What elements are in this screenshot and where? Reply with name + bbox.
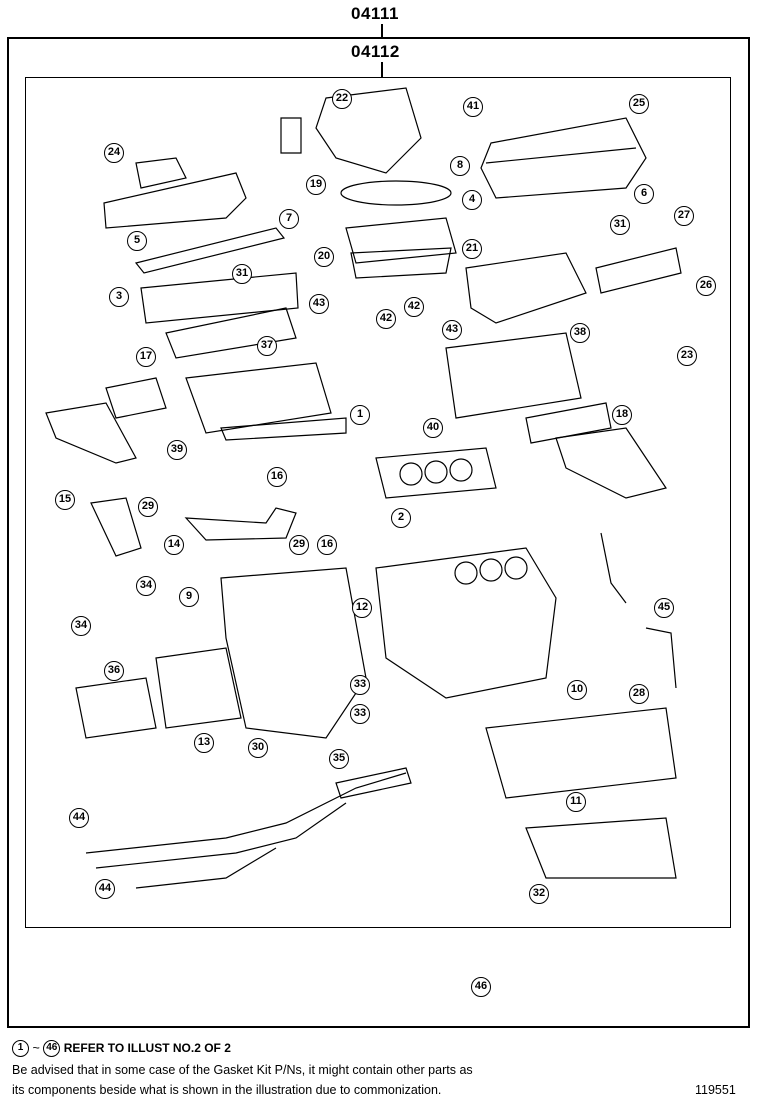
water-pipe [184,507,297,541]
range-separator: ~ [32,1040,40,1055]
valve-cover-right [480,117,647,199]
callout-1[interactable]: 1 [350,405,370,425]
assembly-code: 04111 [351,4,399,23]
callout-9[interactable]: 9 [179,587,199,607]
head-gasket-right [375,447,497,499]
callout-11[interactable]: 11 [566,792,586,812]
engine-block [375,547,557,699]
kit-code: 04112 [351,42,400,61]
callout-39[interactable]: 39 [167,440,187,460]
assembly-frame [7,37,750,1028]
plenum-gasket [340,180,452,206]
exhaust-manifold-left [45,402,137,464]
callout-31[interactable]: 31 [610,215,630,235]
callout-16b[interactable]: 16 [317,535,337,555]
callout-5[interactable]: 5 [127,231,147,251]
callout-43[interactable]: 43 [309,294,329,314]
callout-29b[interactable]: 29 [289,535,309,555]
callout-23[interactable]: 23 [677,346,697,366]
callout-26[interactable]: 26 [696,276,716,296]
callout-35[interactable]: 35 [329,749,349,769]
callout-6[interactable]: 6 [634,184,654,204]
exploded-parts-drawing [45,87,682,889]
kit-frame [25,77,731,928]
intake-gasket [350,247,452,279]
callout-34b[interactable]: 34 [71,616,91,636]
callout-22[interactable]: 22 [332,89,352,109]
refer-text: REFER TO ILLUST NO.2 OF 2 [63,1040,231,1055]
callout-20[interactable]: 20 [314,247,334,267]
callout-44b[interactable]: 44 [95,879,115,899]
callout-25[interactable]: 25 [629,94,649,114]
timing-chain-cover [220,567,367,739]
callout-31b[interactable]: 31 [232,264,252,284]
callout-42[interactable]: 42 [404,297,424,317]
cam-housing-right [465,252,587,324]
callout-27[interactable]: 27 [674,206,694,226]
callout-24[interactable]: 24 [104,143,124,163]
callout-12[interactable]: 12 [352,598,372,618]
intake-manifold [345,217,457,264]
head-gasket-left [220,417,347,441]
callout-40[interactable]: 40 [423,418,443,438]
callout-37[interactable]: 37 [257,336,277,356]
assembly-leader-line [381,24,383,38]
water-pump [90,497,142,557]
range-start-circle: 1 [12,1040,29,1057]
cam-cover-left [103,172,247,229]
range-end-circle: 46 [43,1040,61,1057]
oil-pan-upper [485,707,677,799]
exhaust-manifold-right [555,427,667,499]
callout-14[interactable]: 14 [164,535,184,555]
callout-41[interactable]: 41 [463,97,483,117]
callout-13[interactable]: 13 [194,733,214,753]
callout-44[interactable]: 44 [69,808,89,828]
callout-42b[interactable]: 42 [376,309,396,329]
callout-43b[interactable]: 43 [442,320,462,340]
refer-note: 1 ~ 46 REFER TO ILLUST NO.2 OF 2 [12,1040,231,1057]
callout-17[interactable]: 17 [136,347,156,367]
callout-10[interactable]: 10 [567,680,587,700]
callout-38[interactable]: 38 [570,323,590,343]
callout-18[interactable]: 18 [612,405,632,425]
callout-8[interactable]: 8 [450,156,470,176]
callout-33b[interactable]: 33 [350,704,370,724]
callout-2[interactable]: 2 [391,508,411,528]
fuel-rail [595,247,682,294]
callout-3[interactable]: 3 [109,287,129,307]
callout-32[interactable]: 32 [529,884,549,904]
exhaust-gasket-right [525,402,612,444]
cylinder-head-right [445,332,582,419]
advisory-line-1: Be advised that in some case of the Gask… [12,1063,473,1077]
callout-33[interactable]: 33 [350,675,370,695]
dipstick-tube [600,532,627,604]
callout-45[interactable]: 45 [654,598,674,618]
kit-leader-line [381,62,383,77]
cam-housing-left [140,272,299,324]
advisory-line-2: its components beside what is shown in t… [12,1083,442,1097]
callout-34[interactable]: 34 [136,576,156,596]
oil-pan-lower [525,817,677,879]
callout-15[interactable]: 15 [55,490,75,510]
callout-30[interactable]: 30 [248,738,268,758]
callout-36[interactable]: 36 [104,661,124,681]
callout-46[interactable]: 46 [471,977,491,997]
exhaust-pipe [85,772,407,854]
timing-cover-gasket [155,647,242,729]
callout-28[interactable]: 28 [629,684,649,704]
callout-29[interactable]: 29 [138,497,158,517]
callout-7[interactable]: 7 [279,209,299,229]
intake-plenum [315,87,422,174]
callout-21[interactable]: 21 [462,239,482,259]
cover-gasket-left [134,227,286,274]
illustration-id: 119551 [695,1083,736,1097]
cylinder-head-left [185,362,332,434]
callout-19[interactable]: 19 [306,175,326,195]
callout-16[interactable]: 16 [267,467,287,487]
callout-4[interactable]: 4 [462,190,482,210]
